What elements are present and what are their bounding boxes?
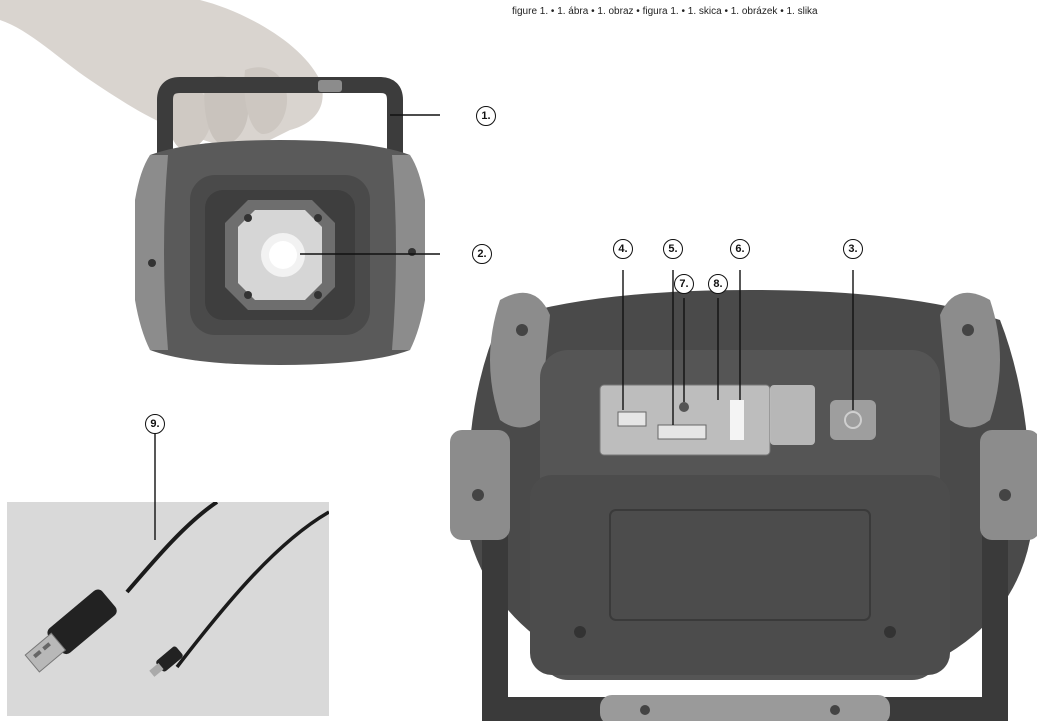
figure-caption: figure 1. • 1. ábra • 1. obraz • figura …	[512, 6, 818, 17]
cable-photo	[7, 502, 329, 716]
callout-7: 7.	[674, 274, 694, 294]
callout-2: 2.	[472, 244, 492, 264]
callout-9: 9.	[145, 414, 165, 434]
callout-3: 3.	[843, 239, 863, 259]
callout-8: 8.	[708, 274, 728, 294]
callout-5: 5.	[663, 239, 683, 259]
back-view-photo	[450, 270, 1037, 721]
callout-1: 1.	[476, 106, 496, 126]
callout-6: 6.	[730, 239, 750, 259]
cable-leader	[154, 430, 156, 540]
callout-4: 4.	[613, 239, 633, 259]
front-view-photo	[0, 0, 440, 365]
